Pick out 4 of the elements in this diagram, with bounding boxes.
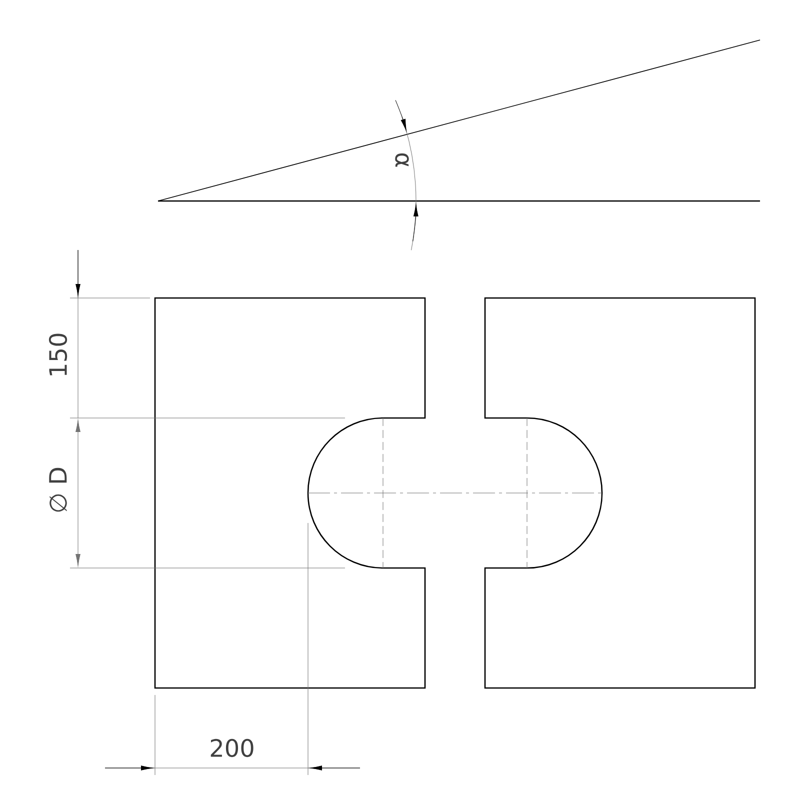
dimension-label: ∅ D bbox=[49, 468, 67, 512]
dimension-label: α bbox=[395, 153, 409, 167]
dimension-label: 150 bbox=[48, 334, 68, 376]
dimension-label: 200 bbox=[210, 738, 254, 758]
